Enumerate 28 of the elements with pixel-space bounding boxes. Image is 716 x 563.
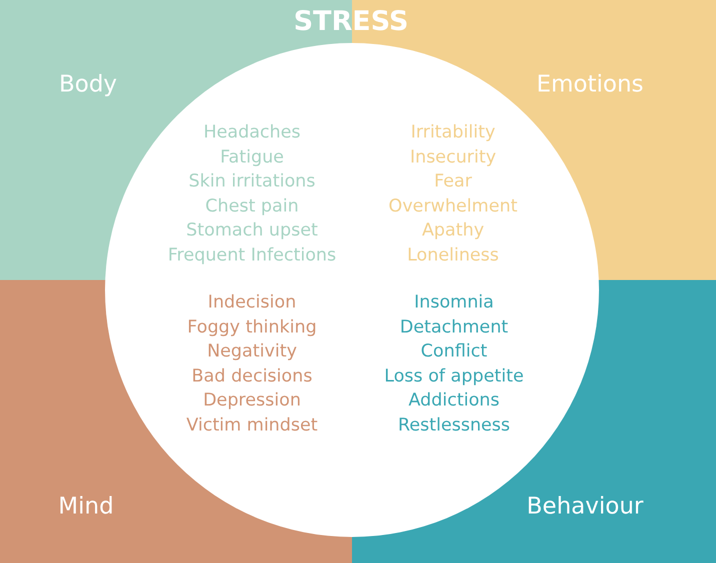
symptom-text: Detachment bbox=[400, 318, 508, 338]
symptom-text: Victim mindset bbox=[186, 416, 318, 436]
symptom-text: Fatigue bbox=[220, 148, 284, 168]
quadrant-label: Mind bbox=[58, 494, 114, 520]
symptom-text: Chest pain bbox=[205, 196, 299, 216]
symptom-text: Overwhelment bbox=[388, 196, 518, 216]
symptom-text: Restlessness bbox=[398, 416, 510, 436]
quadrant-label: Body bbox=[58, 72, 118, 98]
symptom-text: Addictions bbox=[408, 391, 500, 411]
symptom-text: Loss of appetite bbox=[384, 366, 524, 386]
symptom-text: Conflict bbox=[420, 342, 488, 362]
symptom-text: Insomnia bbox=[414, 293, 494, 313]
symptom-text: Insecurity bbox=[410, 148, 496, 168]
symptom-text: Stomach upset bbox=[186, 221, 318, 241]
symptom-text: Depression bbox=[203, 391, 301, 411]
quadrant-label: Behaviour bbox=[526, 494, 644, 520]
symptom-text: Irritability bbox=[410, 123, 496, 143]
symptom-text: Loneliness bbox=[407, 246, 499, 266]
symptom-text: Fear bbox=[434, 172, 472, 192]
symptom-text: Frequent Infections bbox=[168, 246, 336, 266]
symptom-text: Skin irritations bbox=[188, 172, 316, 192]
symptom-text: Apathy bbox=[422, 221, 484, 241]
symptom-text: Indecision bbox=[208, 293, 296, 313]
symptom-text: Foggy thinking bbox=[187, 318, 317, 338]
symptom-text: Headaches bbox=[203, 123, 301, 143]
symptom-text: Bad decisions bbox=[192, 366, 312, 386]
quadrant-label: Emotions bbox=[536, 72, 644, 98]
symptom-text: Negativity bbox=[207, 342, 297, 362]
